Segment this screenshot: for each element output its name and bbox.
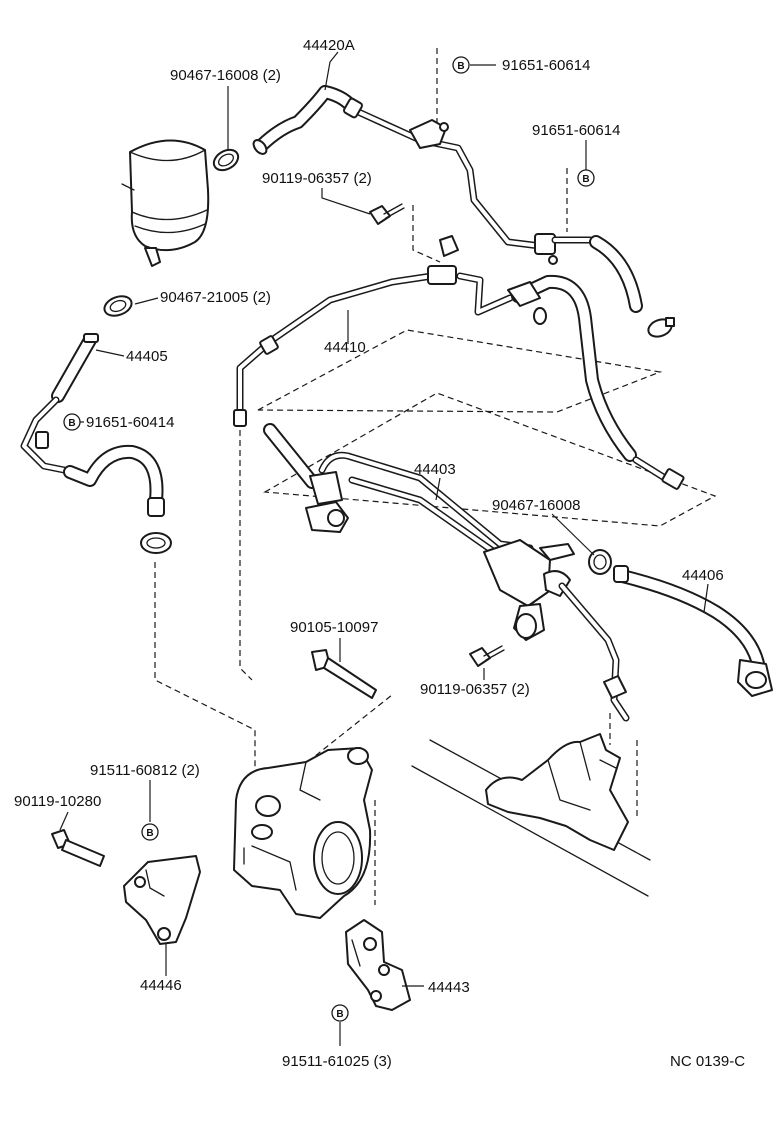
- label-44403: 44403: [414, 461, 456, 478]
- bracket-44446: [123, 855, 201, 945]
- clamp-icon: [212, 148, 240, 172]
- label-91511-61025-3: 91511-61025 (3): [282, 1053, 392, 1070]
- part-labels: 44420A 90467-16008 (2) 91651-60614 91651…: [14, 37, 745, 1070]
- dashed-alignment-lines: [154, 48, 717, 905]
- label-44405: 44405: [126, 348, 168, 365]
- hose-clamps: [103, 148, 612, 575]
- label-44420A: 44420A: [303, 37, 355, 54]
- svg-text:B: B: [582, 174, 589, 185]
- hose-44406: [613, 565, 773, 697]
- bolts: [51, 203, 505, 867]
- label-91651-60614-right: 91651-60614: [532, 122, 620, 139]
- label-90105-10097: 90105-10097: [290, 619, 378, 636]
- bolt-icon: [469, 645, 505, 667]
- label-44406: 44406: [682, 567, 724, 584]
- return-hose-right: [551, 235, 675, 338]
- label-90467-21005-2: 90467-21005 (2): [160, 289, 271, 306]
- label-91651-60414: 91651-60414: [86, 414, 174, 431]
- bolt-icon: [311, 649, 377, 699]
- leader-lines: [59, 51, 709, 1046]
- svg-text:B: B: [68, 418, 75, 429]
- drawing-code: NC 0139-C: [670, 1053, 745, 1070]
- clamp-icon: [140, 532, 172, 554]
- svg-text:B: B: [146, 828, 153, 839]
- hose-44405: [20, 333, 165, 517]
- reservoir-tank: [121, 139, 210, 267]
- steering-rack: [411, 733, 651, 897]
- b-marks: B B B B B: [63, 56, 595, 1022]
- circled-b-mark-icon: B: [452, 56, 470, 74]
- label-90467-16008-2: 90467-16008 (2): [170, 67, 281, 84]
- label-44410: 44410: [324, 339, 366, 356]
- label-91651-60614-top: 91651-60614: [502, 57, 590, 74]
- pipe-44410: [233, 265, 685, 490]
- circled-b-mark-icon: B: [331, 1004, 349, 1022]
- label-44446: 44446: [140, 977, 182, 994]
- svg-text:B: B: [336, 1009, 343, 1020]
- hose-44420A: [252, 85, 558, 265]
- clamp-icon: [588, 549, 612, 575]
- power-steering-pump: [233, 747, 373, 919]
- label-90119-06357-2-mid: 90119-06357 (2): [420, 681, 530, 698]
- circled-b-mark-icon: B: [577, 169, 595, 187]
- label-44443: 44443: [428, 979, 470, 996]
- bolt-icon: [51, 829, 105, 867]
- label-90119-10280: 90119-10280: [14, 793, 101, 810]
- circled-b-mark-icon: B: [63, 413, 81, 431]
- bolt-icon: [369, 203, 405, 225]
- label-91511-60812-2: 91511-60812 (2): [90, 762, 200, 779]
- svg-text:B: B: [457, 61, 464, 72]
- pipe-assembly-44403: [263, 423, 630, 722]
- label-90119-06357-2-top: 90119-06357 (2): [262, 170, 372, 187]
- circled-b-mark-icon: B: [141, 823, 159, 841]
- bracket-44443: [345, 919, 411, 1011]
- clamp-icon: [103, 295, 133, 317]
- label-90467-16008: 90467-16008: [492, 497, 580, 514]
- clamp-icon: [439, 235, 459, 257]
